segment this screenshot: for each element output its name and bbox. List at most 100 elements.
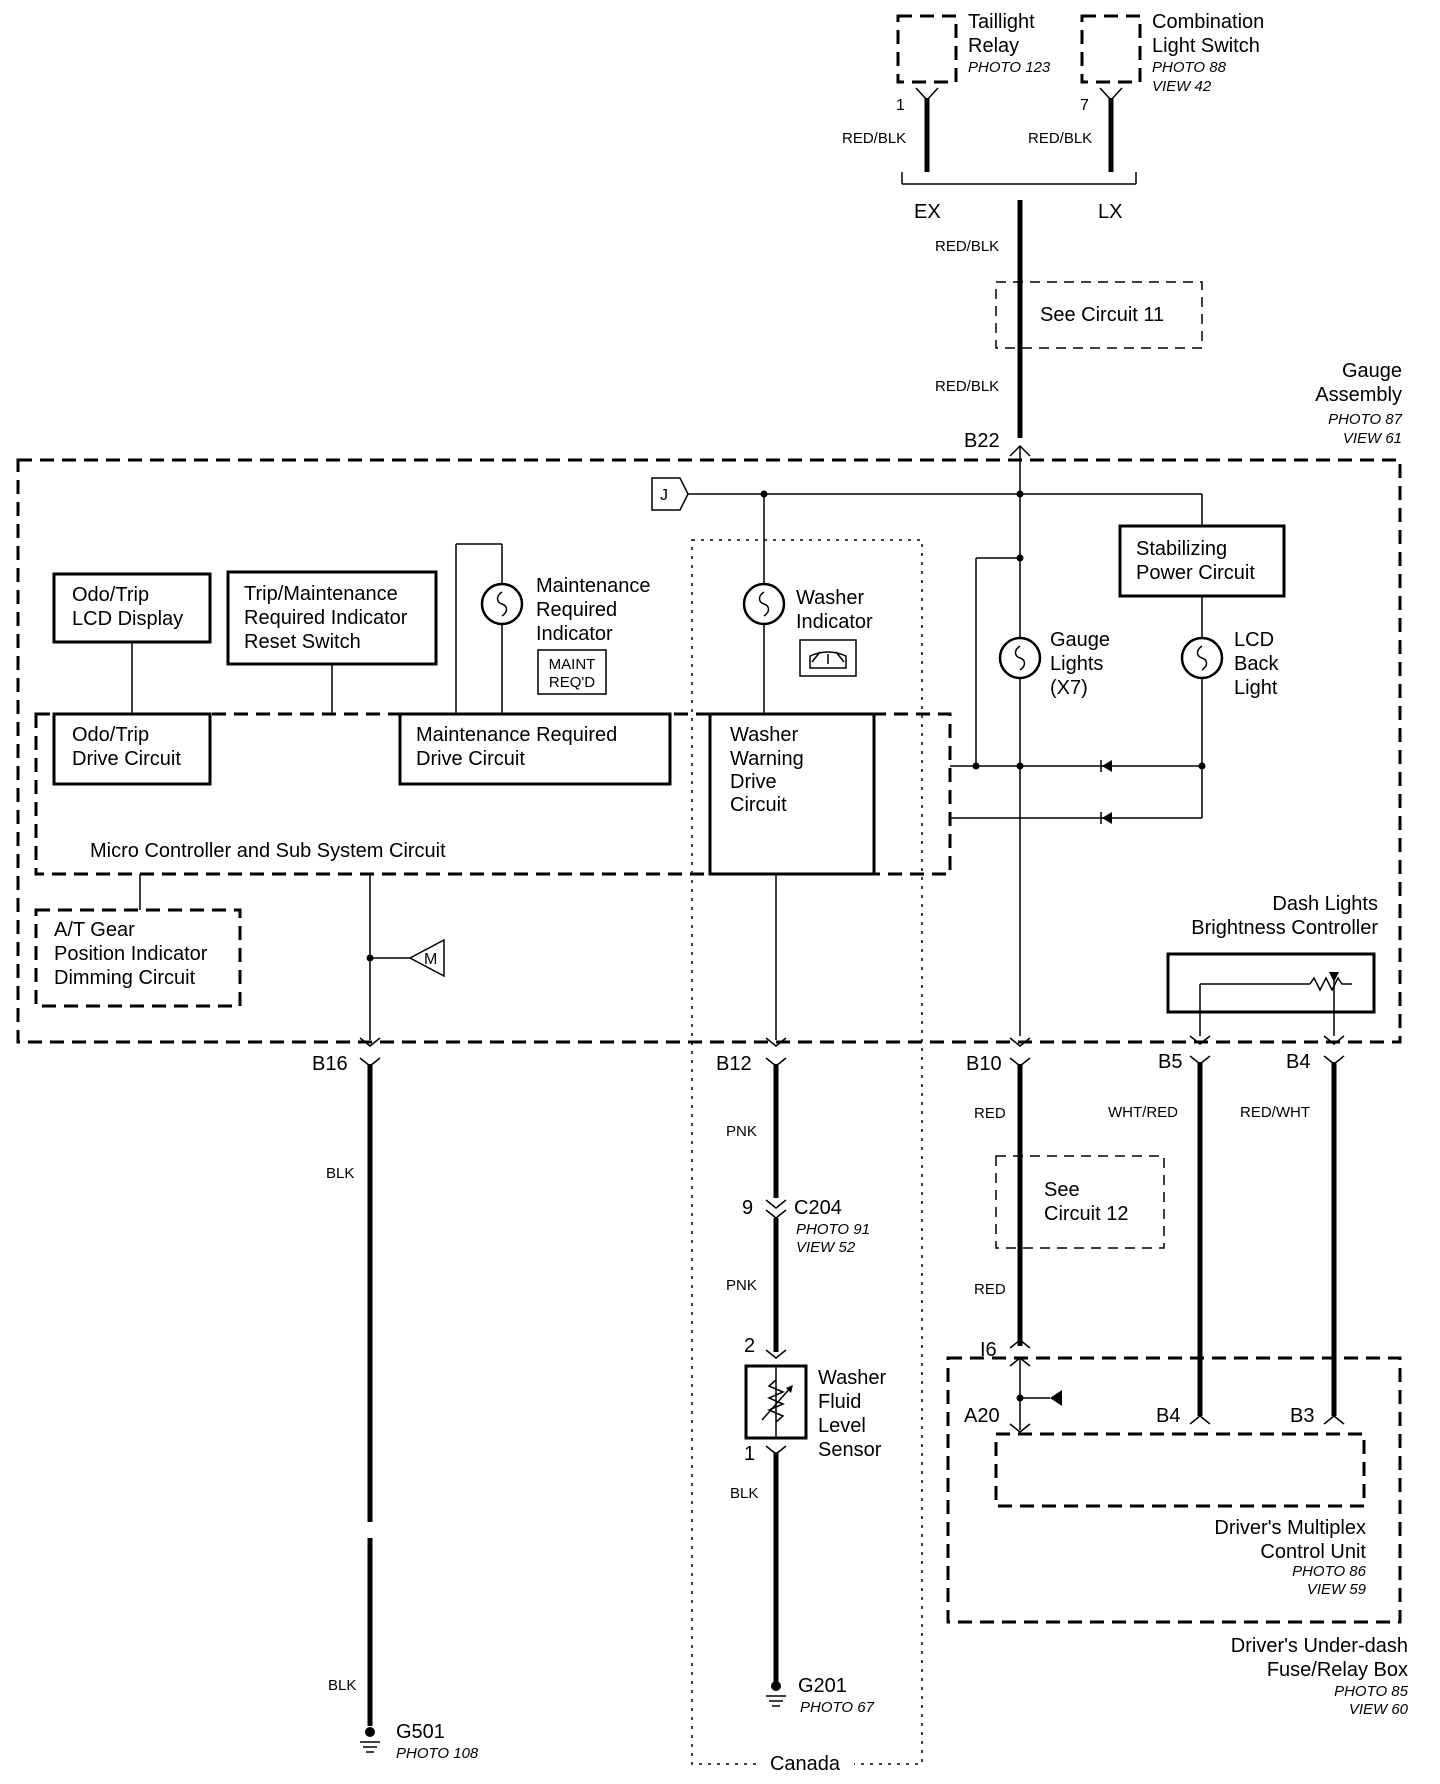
svg-text:9: 9 <box>742 1197 753 1219</box>
svg-text:RED/BLK: RED/BLK <box>1028 130 1092 147</box>
svg-text:B4: B4 <box>1156 1405 1180 1427</box>
micro-controller-label: Micro Controller and Sub System Circuit <box>90 840 446 862</box>
svg-text:1: 1 <box>896 97 905 114</box>
b12-wire-lower: PNK 2 <box>726 1218 787 1359</box>
svg-text:Maintenance: Maintenance <box>536 575 651 597</box>
pin-b12: B12 <box>716 1037 787 1075</box>
svg-text:Drive Circuit: Drive Circuit <box>416 748 525 770</box>
fuse-box-pins: I6 A20 B4 B3 <box>964 1339 1345 1433</box>
svg-text:Back: Back <box>1234 653 1279 675</box>
svg-text:Stabilizing: Stabilizing <box>1136 538 1227 560</box>
junction-j: J <box>651 477 1203 526</box>
canada-label: Canada <box>770 1753 841 1775</box>
svg-text:Relay: Relay <box>968 35 1019 57</box>
svg-text:REQ'D: REQ'D <box>549 674 595 691</box>
svg-text:Circuit: Circuit <box>730 794 787 816</box>
svg-text:WHT/RED: WHT/RED <box>1108 1104 1178 1121</box>
svg-text:PHOTO 86: PHOTO 86 <box>1292 1563 1367 1580</box>
svg-text:J: J <box>660 487 668 504</box>
svg-text:RED/BLK: RED/BLK <box>935 238 999 255</box>
svg-text:LCD: LCD <box>1234 629 1274 651</box>
pin-b16: B16 <box>312 1037 381 1075</box>
svg-text:B22: B22 <box>964 430 1000 452</box>
stabilizing-power-circuit: Stabilizing Power Circuit <box>1118 524 1286 640</box>
svg-text:Lights: Lights <box>1050 653 1103 675</box>
svg-text:Drive: Drive <box>730 771 777 793</box>
svg-text:Washer: Washer <box>730 724 799 746</box>
gauge-assembly-label: Gauge Assembly PHOTO 87 VIEW 61 <box>1315 360 1402 447</box>
svg-text:B10: B10 <box>966 1053 1002 1075</box>
b10-wire: RED See Circuit 12 RED <box>974 1064 1165 1346</box>
svg-text:PHOTO 123: PHOTO 123 <box>968 59 1051 76</box>
variant-bracket: EX LX <box>901 172 1137 223</box>
svg-text:RED: RED <box>974 1105 1006 1122</box>
svg-text:Light Switch: Light Switch <box>1152 35 1260 57</box>
svg-text:VIEW 59: VIEW 59 <box>1307 1581 1367 1598</box>
drivers-multiplex-control-unit: Driver's Multiplex Control Unit PHOTO 86… <box>994 1432 1367 1598</box>
svg-text:Fluid: Fluid <box>818 1391 861 1413</box>
svg-text:LX: LX <box>1098 201 1122 223</box>
svg-text:BLK: BLK <box>328 1677 356 1694</box>
svg-text:PHOTO 67: PHOTO 67 <box>800 1699 875 1716</box>
svg-text:Reset Switch: Reset Switch <box>244 631 361 653</box>
svg-text:Drive Circuit: Drive Circuit <box>72 748 181 770</box>
svg-text:Dash Lights: Dash Lights <box>1272 893 1378 915</box>
svg-text:Fuse/Relay Box: Fuse/Relay Box <box>1267 1659 1408 1681</box>
svg-text:RED/WHT: RED/WHT <box>1240 1104 1310 1121</box>
fuse-box-label: Driver's Under-dash Fuse/Relay Box PHOTO… <box>1231 1635 1409 1718</box>
svg-text:B12: B12 <box>716 1053 752 1075</box>
fuse-relay-box <box>946 1356 1402 1624</box>
svg-text:Maintenance Required: Maintenance Required <box>416 724 617 746</box>
svg-text:Position Indicator: Position Indicator <box>54 943 208 965</box>
svg-text:2: 2 <box>744 1335 755 1357</box>
svg-text:PHOTO 91: PHOTO 91 <box>796 1221 870 1238</box>
svg-text:Warning: Warning <box>730 748 804 770</box>
svg-text:Power Circuit: Power Circuit <box>1136 562 1255 584</box>
svg-text:7: 7 <box>1080 97 1089 114</box>
svg-text:Driver's Multiplex: Driver's Multiplex <box>1214 1517 1366 1539</box>
svg-text:BLK: BLK <box>326 1165 354 1182</box>
ground-g501: G501 PHOTO 108 <box>360 1721 479 1762</box>
b16-ground-wire: BLK BLK <box>326 1064 376 1726</box>
svg-text:Control Unit: Control Unit <box>1260 1541 1366 1563</box>
maintenance-indicator: Maintenance Required Indicator MAINT REQ… <box>455 543 651 714</box>
b5-wire: WHT/RED <box>1108 1062 1203 1416</box>
svg-text:Washer: Washer <box>796 587 865 609</box>
svg-text:G201: G201 <box>798 1675 847 1697</box>
svg-text:1: 1 <box>744 1443 755 1465</box>
svg-text:Gauge: Gauge <box>1342 360 1402 382</box>
svg-text:A/T Gear: A/T Gear <box>54 919 135 941</box>
svg-text:VIEW 42: VIEW 42 <box>1152 78 1212 95</box>
svg-text:VIEW 61: VIEW 61 <box>1343 430 1402 447</box>
svg-text:Sensor: Sensor <box>818 1439 882 1461</box>
svg-text:Level: Level <box>818 1415 866 1437</box>
svg-text:Trip/Maintenance: Trip/Maintenance <box>244 583 398 605</box>
svg-text:Indicator: Indicator <box>536 623 613 645</box>
svg-text:G501: G501 <box>396 1721 445 1743</box>
svg-text:Assembly: Assembly <box>1315 384 1402 406</box>
gauge-assembly-box <box>16 458 1402 1044</box>
main-feed-wire: RED/BLK See Circuit 11 RED/BLK B22 <box>935 200 1203 457</box>
svg-text:RED: RED <box>974 1281 1006 1298</box>
svg-text:RED/BLK: RED/BLK <box>935 378 999 395</box>
svg-text:Odo/Trip: Odo/Trip <box>72 724 149 746</box>
svg-text:M: M <box>424 951 437 968</box>
svg-text:See Circuit 11: See Circuit 11 <box>1040 304 1164 326</box>
b4-wire: RED/WHT <box>1240 1062 1337 1416</box>
svg-text:Circuit 12: Circuit 12 <box>1044 1203 1128 1225</box>
lcd-back-light: LCD Back Light <box>1180 629 1279 818</box>
svg-text:B4: B4 <box>1286 1051 1310 1073</box>
svg-text:VIEW 52: VIEW 52 <box>796 1239 856 1256</box>
svg-text:B5: B5 <box>1158 1051 1182 1073</box>
svg-text:A20: A20 <box>964 1405 1000 1427</box>
dash-lights-brightness-controller: Dash Lights Brightness Controller <box>1166 893 1378 1036</box>
odo-trip-lcd-display: Odo/Trip LCD Display <box>52 572 212 714</box>
svg-text:(X7): (X7) <box>1050 677 1088 699</box>
svg-text:Washer: Washer <box>818 1367 887 1389</box>
gauge-lights: Gauge Lights (X7) <box>998 446 1110 1036</box>
svg-text:Required Indicator: Required Indicator <box>244 607 408 629</box>
washer-indicator: Washer Indicator <box>742 494 873 714</box>
maintenance-drive-circuit: Maintenance Required Drive Circuit <box>398 712 672 786</box>
svg-text:RED/BLK: RED/BLK <box>842 130 906 147</box>
svg-text:Taillight: Taillight <box>968 11 1035 33</box>
